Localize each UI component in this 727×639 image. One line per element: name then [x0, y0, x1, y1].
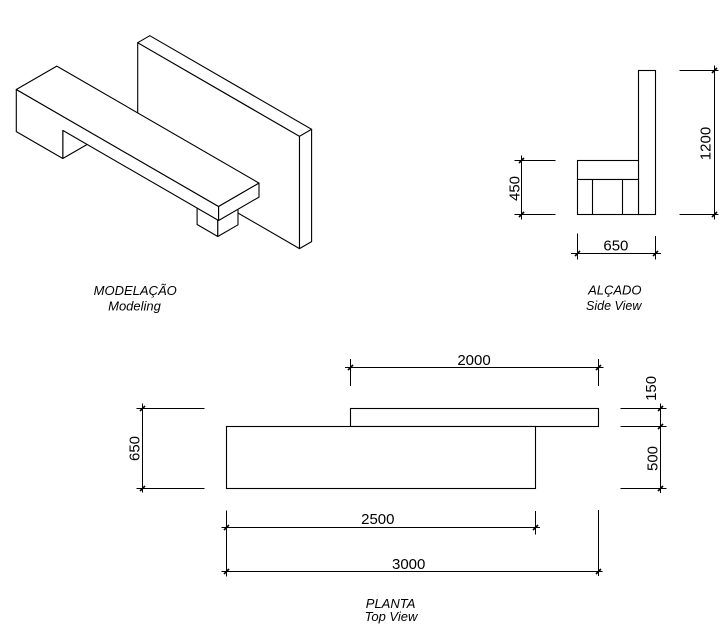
svg-text:ALÇADO: ALÇADO	[587, 282, 641, 297]
svg-text:Top View: Top View	[365, 609, 419, 624]
svg-text:500: 500	[645, 446, 662, 471]
svg-text:150: 150	[643, 376, 660, 401]
svg-text:450: 450	[507, 176, 524, 201]
svg-text:2000: 2000	[457, 352, 490, 369]
svg-text:2500: 2500	[361, 511, 394, 528]
svg-text:Side View: Side View	[586, 299, 642, 313]
svg-text:Modeling: Modeling	[108, 298, 162, 313]
svg-text:3000: 3000	[392, 556, 425, 573]
svg-text:1200: 1200	[698, 127, 715, 160]
svg-text:PLANTA: PLANTA	[366, 596, 416, 611]
svg-text:650: 650	[603, 238, 628, 255]
svg-text:650: 650	[127, 436, 144, 461]
svg-text:MODELAÇÃO: MODELAÇÃO	[94, 283, 177, 298]
